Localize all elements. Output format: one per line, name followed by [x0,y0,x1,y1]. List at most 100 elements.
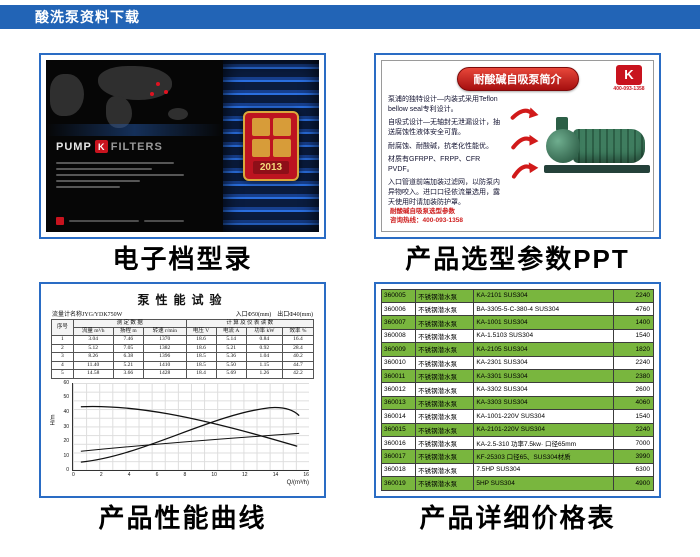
perf-cell: 5.14 [215,335,247,345]
seal-year: 2013 [252,161,290,174]
price-code: 360011 [380,368,417,384]
text-line-bar [69,220,139,222]
perf-cell: 5.21 [112,360,145,371]
price-row: 360011 不锈钢潜水泵 KA-3301 SUS304 2380 [380,368,655,384]
ppt-slide-image[interactable]: K 400-093-1358 耐酸碱自吸泵简介 泵浦的独特设计—内装式采用Tef… [374,53,661,239]
price-value: 1540 [612,409,655,424]
y-tick: 10 [63,452,69,459]
price-row: 360015 不锈钢潜水泵 KA-2101-220V SUS304 2240 [380,422,655,437]
seal-glyph [251,139,270,157]
slide-footnotes: 耐酸碱自吸泵选型参数 咨询热线：400-093-1358 [390,207,463,227]
perf-cell: 28.4 [281,343,315,354]
x-axis-label: Q/(m³/h) [286,479,309,486]
col-header: 功率 kW [245,326,283,337]
pump-base [544,165,650,173]
perf-cell: 18.5 [185,352,217,362]
page-title: 酸洗泵资料下载 [35,9,140,25]
panel-ppt: K 400-093-1358 耐酸碱自吸泵简介 泵浦的独特设计—内装式采用Tef… [374,53,661,282]
caption-ppt: 产品选型参数PPT [405,244,630,274]
performance-table: 序号 测 定 数 据 计 算 及 仪 表 读 数 流量 m³/h 扬程 m 转速… [51,318,315,379]
price-row: 360018 不锈钢潜水泵 7.5HP SUS304 6300 [380,462,655,478]
flowmeter-label: 流量计名称JYG/YDK750W [52,311,123,318]
price-category: 不锈钢潜水泵 [415,328,475,344]
slide-paragraph: 自吸式设计—无轴封无泄漏设计，抽送腐蚀性液体安全可靠。 [388,119,500,137]
perf-cell: 5.36 [215,352,247,362]
small-logo-icon [56,217,64,225]
group-header: 计 算 及 仪 表 读 数 [185,318,315,329]
price-model: 5HP SUS304 [473,476,614,491]
curved-arrow-icon [510,107,539,120]
seal-characters [251,118,291,157]
price-code: 360006 [380,301,417,317]
price-row: 360012 不锈钢潜水泵 KA-3302 SUS304 2600 [380,382,655,397]
slide-paragraph: 入口管道前端加装过滤网，以防泵内异物咬入。进口口径依流量选用，露天使用时请加装防… [388,178,500,207]
price-code: 360008 [380,328,417,344]
catalog-cover-image[interactable]: PUMP K FILTERS [39,53,326,239]
perf-cell: 0.84 [245,335,283,345]
price-value: 4060 [612,395,655,411]
caption-performance: 产品性能曲线 [98,502,267,533]
price-table-image[interactable]: 360005 不锈钢潜水泵 KA-2101 SUS304 2240 360006… [374,281,661,498]
perf-cell: 42.2 [281,369,315,379]
table-row: 1 3.04 7.46 1370 18.6 5.14 0.84 16.4 [51,335,315,345]
price-category: 不锈钢潜水泵 [415,476,475,491]
price-value: 1400 [612,315,655,330]
pump-head [546,129,580,163]
price-category: 不锈钢潜水泵 [415,288,475,303]
performance-curve-image[interactable]: 泵性能试验 流量计名称JYG/YDK750W 入口Φ50(mm) 出口Φ40(m… [39,281,326,498]
perf-cell: 8.26 [72,352,114,362]
perf-cell: 5.50 [215,360,247,371]
price-model: KA-1.5103 SUS304 [473,328,614,344]
performance-chart: H/m 60 50 40 30 20 10 0 [51,380,309,486]
price-row: 360016 不锈钢潜水泵 KA-2.5-310 功率7.5kw· 口径65mm… [380,435,655,451]
price-value: 1820 [612,342,655,357]
perf-cell: 7.05 [112,343,145,354]
perf-cell: 0.92 [245,343,283,354]
price-code: 360012 [380,382,417,397]
table-row: 5 14.58 3.66 1428 18.4 5.69 1.26 42.2 [51,369,315,379]
x-tick: 4 [127,471,131,478]
perf-cell: 1 [51,335,74,345]
price-code: 360013 [380,395,417,411]
section-header-bar: 酸洗泵资料下载 [0,5,700,29]
slide-body: 泵浦的独特设计—内装式采用Teflon bellow seal专利设计。 自吸式… [388,95,650,211]
x-tick: 12 [242,471,248,478]
perf-cell: 18.4 [185,369,217,379]
company-text-lines [56,162,184,192]
perf-cell: 2 [51,343,74,354]
text-line-bar [144,220,184,222]
perf-cell: 4 [51,360,74,371]
price-value: 3990 [612,449,655,464]
slide-paragraph: 泵浦的独特设计—内装式采用Teflon bellow seal专利设计。 [388,96,498,114]
map-blob [50,74,84,116]
cover-left-area: PUMP K FILTERS [46,60,223,232]
x-axis-ticks: 0 2 4 6 8 10 12 14 16 [72,472,309,478]
perf-cell: 40.2 [281,352,315,362]
price-model: KA-2101 SUS304 [473,288,614,303]
caption-price: 产品详细价格表 [419,502,616,533]
table-row: 2 5.12 7.05 1382 18.6 5.21 0.92 28.4 [51,343,315,354]
price-value: 2600 [612,382,655,397]
page: 酸洗泵资料下载 [0,5,700,557]
price-category: 不锈钢潜水泵 [415,409,475,424]
price-row: 360019 不锈钢潜水泵 5HP SUS304 4900 [380,476,655,491]
chart-plot-area [72,382,309,471]
price-category: 不锈钢潜水泵 [415,368,475,384]
price-row: 360009 不锈钢潜水泵 KA-2105 SUS304 1820 [380,342,655,357]
text-line-bar [56,168,152,170]
price-model: KA-2105 SUS304 [473,342,614,357]
price-row: 360008 不锈钢潜水泵 KA-1.5103 SUS304 1540 [380,328,655,344]
brand-pump-text: PUMP [56,140,92,153]
price-value: 1540 [612,328,655,344]
col-header: 效率 % [281,326,315,337]
slide-title: 耐酸碱自吸泵简介 [456,67,579,91]
perf-cell: 5 [51,369,74,379]
ppt-slide: K 400-093-1358 耐酸碱自吸泵简介 泵浦的独特设计—内装式采用Tef… [381,60,654,232]
curved-arrow-icon [511,162,539,179]
price-model: KA-3301 SUS304 [473,368,614,384]
col-header: 扬程 m [112,326,145,337]
text-line-bar [56,174,184,176]
y-axis-ticks: 60 50 40 30 20 10 0 [56,380,69,474]
price-category: 不锈钢潜水泵 [415,395,475,411]
price-value: 7000 [612,435,655,451]
